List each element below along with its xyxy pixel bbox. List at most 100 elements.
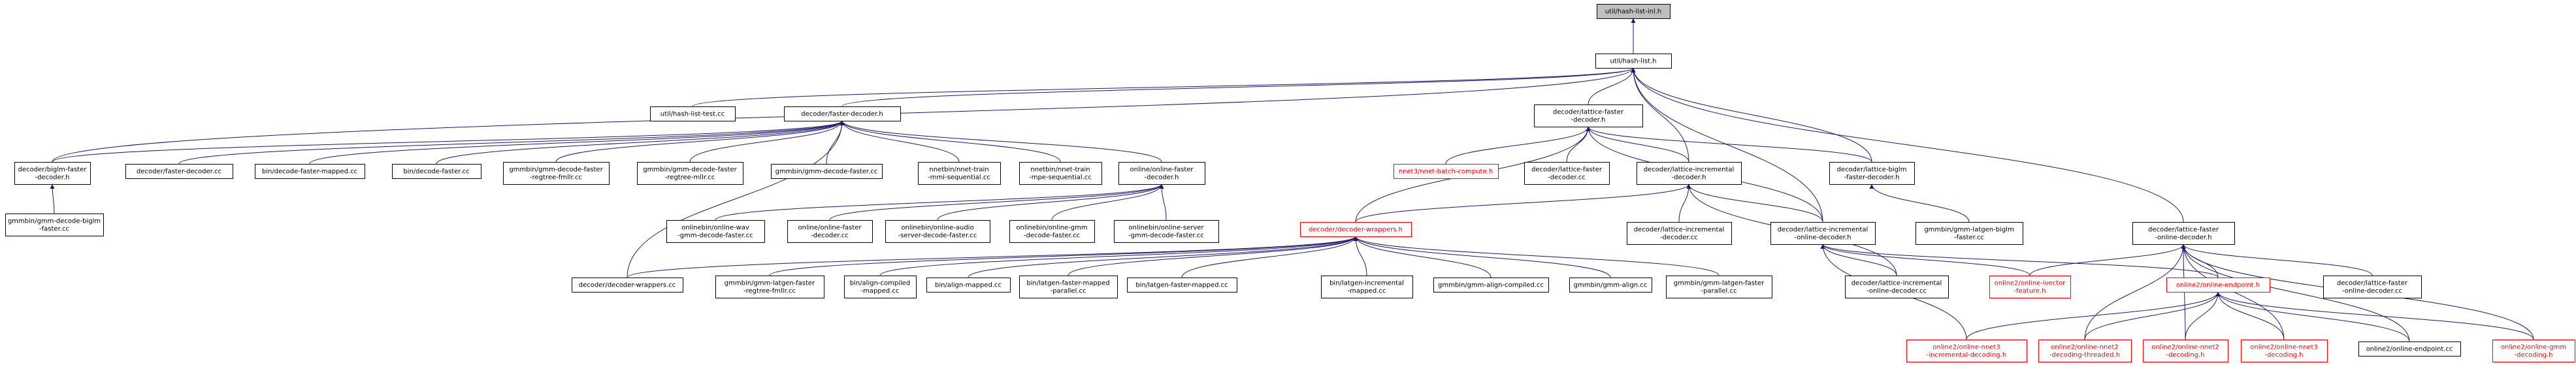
- node-dwcc[interactable]: decoder/decoder-wrappers.cc: [572, 278, 683, 293]
- node-label: -parallel.cc: [1701, 288, 1737, 295]
- node-hltest[interactable]: util/hash-list-test.cc: [650, 106, 736, 121]
- node-oepcc[interactable]: online2/online-endpoint.cc: [2358, 341, 2461, 357]
- node-label: -mapped.cc: [861, 288, 900, 295]
- node-label: decoder/faster-decoder.h: [801, 111, 883, 118]
- node-label: nnetbin/nnet-train: [1030, 167, 1090, 174]
- edge-liodcc-to-liod: [1820, 244, 1897, 276]
- node-blim[interactable]: bin/latgen-incremental-mapped.cc: [1321, 276, 1413, 298]
- node-box: [926, 278, 1011, 293]
- node-box: [255, 164, 365, 179]
- node-box: [5, 214, 104, 236]
- node-owav[interactable]: onlinebin/online-wav-gmm-decode-faster.c…: [666, 220, 765, 243]
- node-label: online2/online-nnet3: [1932, 344, 2000, 351]
- node-label: -mmi-sequential.cc: [928, 174, 990, 182]
- node-label: gmmbin/gmm-latgen-faster: [725, 280, 815, 287]
- node-lbfd[interactable]: decoder/lattice-biglm-faster-decoder.h: [1829, 162, 1915, 185]
- node-label: decoder/lattice-faster: [2148, 227, 2219, 234]
- node-ogd[interactable]: online2/online-gmm-decoding.h: [2492, 340, 2575, 362]
- node-lfdcc[interactable]: decoder/lattice-faster-decoder.cc: [1524, 162, 1610, 185]
- node-glfp[interactable]: gmmbin/gmm-latgen-faster-parallel.cc: [1666, 276, 1772, 298]
- node-box: [784, 106, 901, 121]
- node-blfmp[interactable]: bin/latgen-faster-mapped-parallel.cc: [1019, 276, 1118, 298]
- node-on2d[interactable]: online2/online-nnet2-decoding.h: [2143, 340, 2228, 362]
- node-label: online/online-faster: [798, 225, 862, 232]
- node-on3i[interactable]: online2/online-nnet3-incremental-decodin…: [1906, 340, 2027, 362]
- node-label: -decoder.h: [1145, 174, 1179, 182]
- node-label: -decoding.h: [2264, 352, 2303, 359]
- edge-on3d-to-oep: [2215, 291, 2285, 340]
- node-ga[interactable]: gmmbin/gmm-align.cc: [1569, 278, 1652, 293]
- node-box: [1524, 162, 1610, 185]
- edge-blfmp-to-dw: [1068, 236, 1358, 276]
- node-label: -decode-faster.cc: [1024, 232, 1080, 240]
- node-box: [1595, 54, 1672, 69]
- edge-oepcc-to-oep: [2215, 291, 2410, 342]
- node-box: [2241, 340, 2328, 362]
- node-gmmdfrm[interactable]: gmmbin/gmm-decode-faster-regtree-mllr.cc: [637, 162, 743, 185]
- node-nnet3bc[interactable]: nnet3/nnet-batch-compute.h: [1394, 164, 1499, 179]
- node-label: decoder/biglm-faster: [18, 167, 88, 174]
- node-box: [2492, 340, 2575, 362]
- node-glfrf[interactable]: gmmbin/gmm-latgen-faster-regtree-fmllr.c…: [715, 276, 824, 298]
- edge-on2t-to-oep: [2084, 291, 2221, 340]
- node-oaudio[interactable]: onlinebin/online-audio-server-decode-fas…: [885, 220, 990, 243]
- edge-nnet3bc-to-lfd: [1445, 126, 1591, 165]
- node-ofd[interactable]: online/online-faster-decoder.h: [1118, 162, 1205, 185]
- node-liodcc[interactable]: decoder/lattice-incremental-online-decod…: [1845, 276, 1949, 298]
- node-bam[interactable]: bin/align-mapped.cc: [926, 278, 1011, 293]
- edge-liod-to-lid: [1686, 183, 1823, 223]
- node-oivf[interactable]: online2/online-ivector-feature.h: [1989, 276, 2071, 298]
- node-label: -online-decoder.cc: [1867, 288, 1927, 295]
- edge-gbfd-to-bfd: [50, 183, 55, 214]
- node-gmmdf[interactable]: gmmbin/gmm-decode-faster.cc: [771, 164, 883, 179]
- node-bac[interactable]: bin/align-compiled-mapped.cc: [844, 276, 917, 298]
- node-root[interactable]: util/hash-list-inl.h: [1597, 4, 1671, 19]
- node-oserver[interactable]: onlinebin/online-server-gmm-decode-faste…: [1114, 220, 1219, 243]
- node-box: [715, 276, 824, 298]
- node-gmmlbf[interactable]: gmmbin/gmm-latgen-biglm-faster.cc: [1916, 222, 2023, 245]
- node-label: -decoding-threaded.h: [2049, 352, 2120, 359]
- edge-ogmm-to-ofd: [1051, 183, 1164, 221]
- node-dfm[interactable]: bin/decode-faster-mapped.cc: [255, 164, 365, 179]
- edge-lbfd-to-lfd: [1586, 126, 1872, 163]
- node-box: [2166, 278, 2270, 293]
- edge-oepcc-to-lfod: [2181, 244, 2410, 342]
- node-nnetms[interactable]: nnetbin/nnet-train-mmi-sequential.cc: [918, 162, 1001, 185]
- node-oep[interactable]: online2/online-endpoint.h: [2166, 278, 2270, 293]
- node-lfd[interactable]: decoder/lattice-faster-decoder.h: [1534, 104, 1643, 127]
- node-lfodcc[interactable]: decoder/lattice-faster-online-decoder.cc: [2323, 276, 2422, 298]
- node-fdcc[interactable]: decoder/faster-decoder.cc: [125, 164, 233, 179]
- node-df[interactable]: bin/decode-faster.cc: [392, 164, 481, 179]
- edge-lbfd-to-hl: [1631, 67, 1872, 163]
- node-gbfd[interactable]: gmmbin/gmm-decode-biglm-faster.cc: [5, 214, 104, 236]
- node-nnetmp[interactable]: nnetbin/nnet-train-mpe-sequential.cc: [1019, 162, 1102, 185]
- node-on3d[interactable]: online2/online-nnet3-decoding.h: [2241, 340, 2328, 362]
- dependency-edges: [50, 18, 2534, 342]
- node-blfm[interactable]: bin/latgen-faster-mapped.cc: [1127, 278, 1237, 293]
- node-lid[interactable]: decoder/lattice-incremental-decoder.h: [1637, 162, 1742, 185]
- node-bfd[interactable]: decoder/biglm-faster-decoder.h: [14, 162, 91, 185]
- node-box: [1569, 278, 1652, 293]
- node-dw[interactable]: decoder/decoder-wrappers.h: [1300, 222, 1412, 237]
- node-lidcc[interactable]: decoder/lattice-incremental-decoder.cc: [1627, 222, 1732, 245]
- node-label: decoder/lattice-incremental: [1644, 167, 1735, 174]
- node-ogmm[interactable]: onlinebin/online-gmm-decode-faster.cc: [1009, 220, 1095, 243]
- file-nodes: util/hash-list-inl.h util/hash-list.h util…: [5, 4, 2575, 362]
- edge-fdcc-to-fd: [178, 120, 845, 165]
- edge-df-to-fd: [436, 120, 845, 165]
- node-gac[interactable]: gmmbin/gmm-align-compiled.cc: [1433, 278, 1549, 293]
- node-lfod[interactable]: decoder/lattice-faster-online-decoder.h: [2132, 222, 2235, 245]
- node-label: decoder/lattice-incremental: [1634, 227, 1725, 234]
- node-label: online2/online-ivector: [1995, 280, 2066, 287]
- node-box: [918, 162, 1001, 185]
- node-ofdcc[interactable]: online/online-faster-decoder.cc: [787, 220, 873, 243]
- node-liod[interactable]: decoder/lattice-incremental-online-decod…: [1770, 222, 1876, 245]
- node-label: bin/decode-faster.cc: [403, 168, 469, 176]
- node-hl[interactable]: util/hash-list.h: [1595, 54, 1672, 69]
- edge-dwcc-to-fd: [627, 120, 845, 278]
- node-label: -feature.h: [2014, 288, 2046, 295]
- node-on2t[interactable]: online2/online-nnet2-decoding-threaded.h: [2038, 340, 2132, 362]
- edge-ogd-to-oep: [2215, 291, 2534, 340]
- node-fd[interactable]: decoder/faster-decoder.h: [784, 106, 901, 121]
- node-gmmdfrf[interactable]: gmmbin/gmm-decode-faster-regtree-fmllr.c…: [503, 162, 610, 185]
